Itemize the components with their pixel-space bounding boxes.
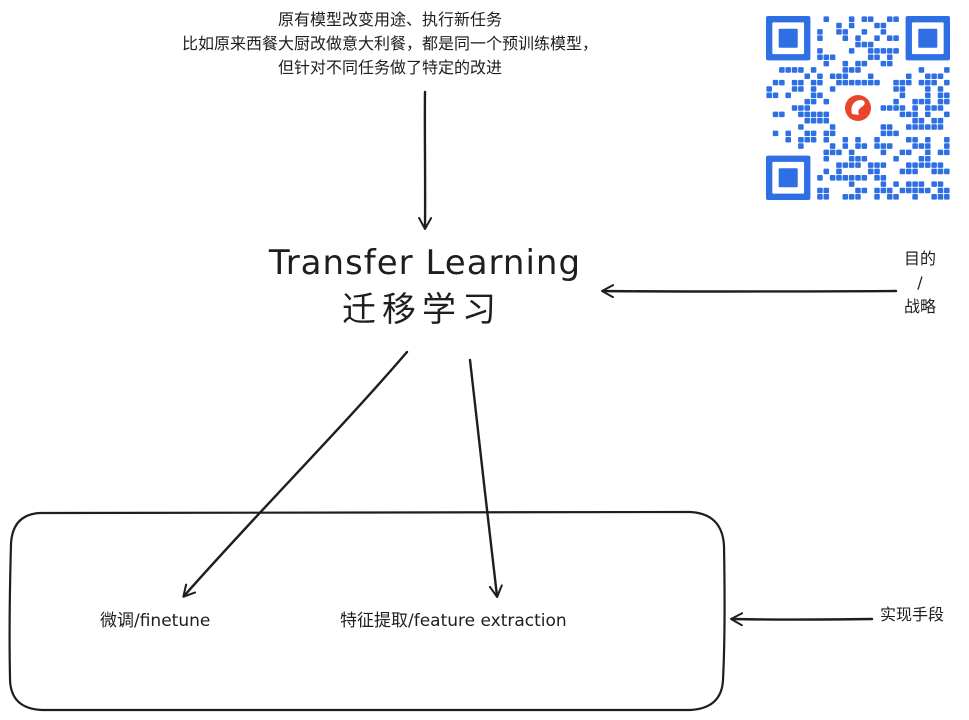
qr-code-icon (766, 16, 950, 200)
method-finetune: 微调/finetune (100, 611, 211, 631)
arrow-title-to-finetune (182, 350, 409, 598)
title-chinese: 迁移学习 (342, 290, 502, 330)
qr-code-graphic (766, 16, 950, 200)
purpose-note-line-1: 原有模型改变用途、执行新任务 (277, 10, 502, 29)
purpose-note-line-3: 但针对不同任务做了特定的改进 (277, 58, 502, 77)
purpose-note: 原有模型改变用途、执行新任务 比如原来西餐大厨改做意大利餐，都是同一个预训练模型… (120, 8, 660, 80)
purpose-label-line-3: 战略 (903, 297, 936, 316)
method-feature-extraction: 特征提取/feature extraction (340, 611, 567, 631)
purpose-strategy-label: 目的 / 战略 (890, 248, 950, 320)
implementation-means-label: 实现手段 (880, 605, 945, 624)
methods-container-box (8, 510, 726, 713)
arrow-title-to-feature-extraction (468, 358, 503, 598)
purpose-label-line-2: / (917, 273, 923, 292)
purpose-note-line-2: 比如原来西餐大厨改做意大利餐，都是同一个预训练模型， (181, 34, 598, 53)
central-topic: Transfer Learning 迁移学习 (230, 240, 620, 330)
arrow-purpose-to-title (601, 284, 898, 299)
title-english: Transfer Learning (268, 243, 582, 283)
purpose-label-line-1: 目的 (903, 249, 936, 268)
arrow-means-to-box (730, 612, 874, 627)
